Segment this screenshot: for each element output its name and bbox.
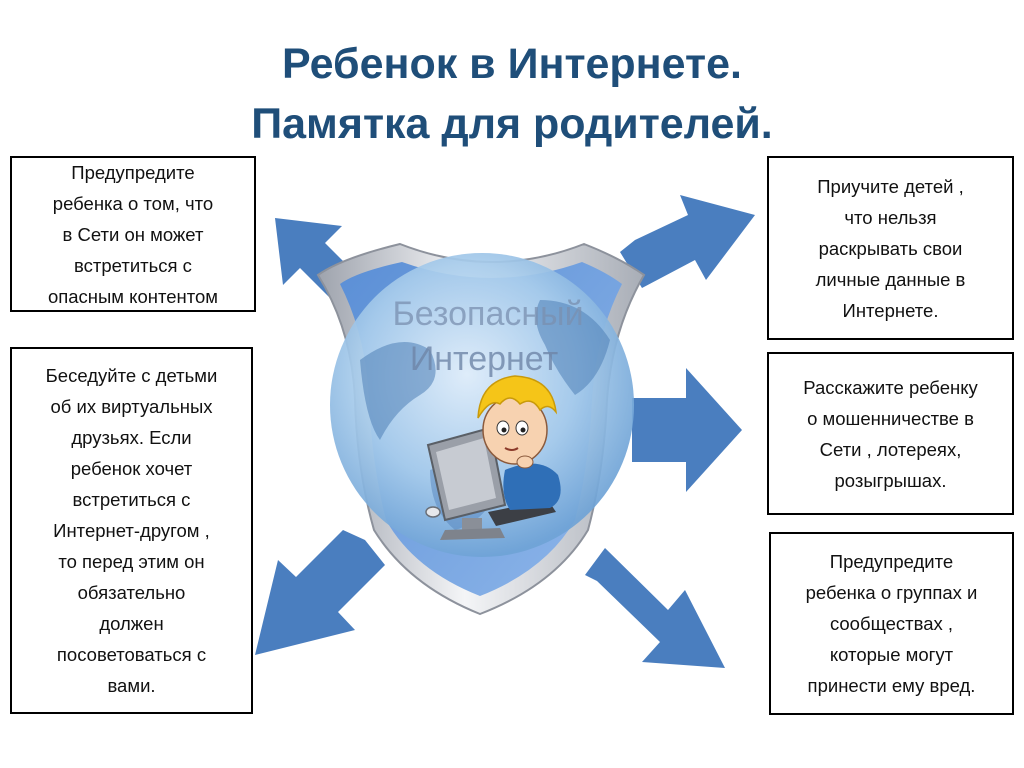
note-text: Предупредите ребенка о том, что в Сети о… bbox=[47, 161, 219, 307]
note-dangerous-content: Предупредите ребенка о том, что в Сети о… bbox=[10, 156, 256, 312]
arrow-to-note-5 bbox=[585, 548, 725, 668]
note-harmful-groups: Предупредите ребенка о группах и сообщес… bbox=[769, 532, 1014, 715]
arrow-to-note-4 bbox=[632, 368, 742, 492]
note-text: Расскажите ребенку о мошенничестве в Сет… bbox=[803, 376, 978, 491]
note-text: Предупредите ребенка о группах и сообщес… bbox=[805, 551, 978, 696]
shield-label-line-2: Интернет bbox=[410, 340, 558, 378]
arrow-to-note-2 bbox=[255, 530, 385, 655]
shield-icon: Безопасный Интернет bbox=[316, 242, 646, 616]
note-text: Беседуйте с детьми об их виртуальных дру… bbox=[45, 365, 218, 696]
child-at-computer-icon bbox=[425, 375, 561, 540]
title-line-2: Памятка для родителей. bbox=[251, 100, 773, 148]
note-personal-data: Приучите детей , что нельзя раскрывать с… bbox=[767, 156, 1014, 340]
note-fraud: Расскажите ребенку о мошенничестве в Сет… bbox=[767, 352, 1014, 515]
shield-label-line-1: Безопасный bbox=[392, 295, 583, 333]
title-line-1: Ребенок в Интернете. bbox=[282, 40, 742, 88]
note-text: Приучите детей , что нельзя раскрывать с… bbox=[815, 175, 966, 321]
page-title: Ребенок в Интернете. Памятка для родител… bbox=[0, 34, 1024, 154]
note-virtual-friends: Беседуйте с детьми об их виртуальных дру… bbox=[10, 347, 253, 714]
arrow-to-note-3 bbox=[620, 195, 755, 288]
